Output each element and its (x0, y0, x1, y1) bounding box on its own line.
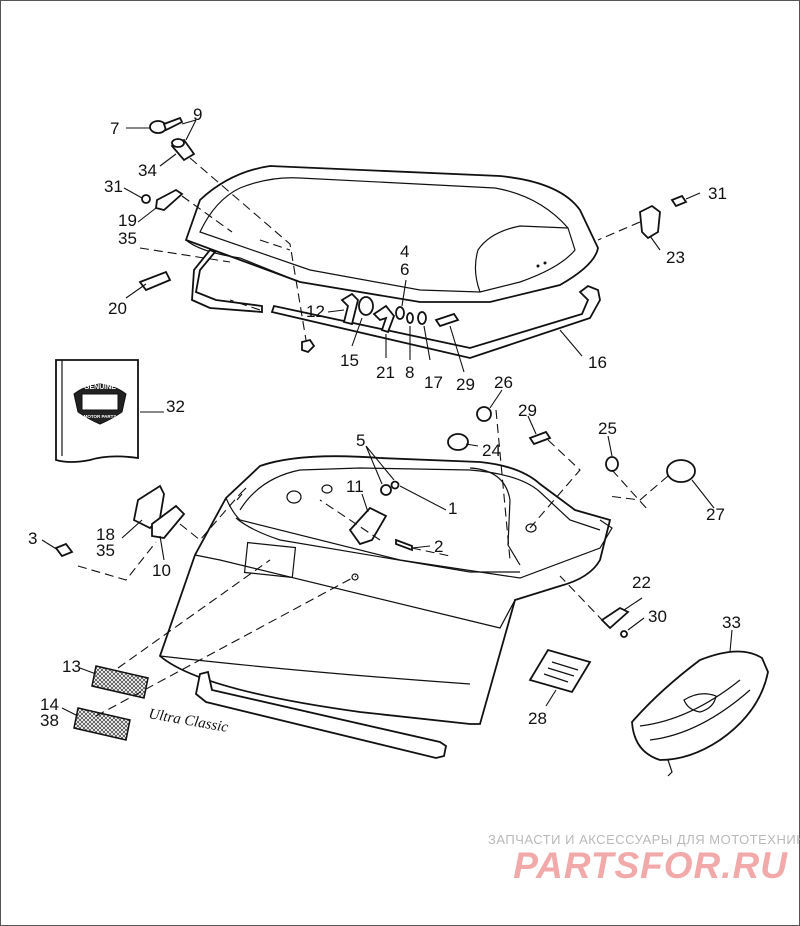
callout-17: 17 (424, 373, 443, 392)
screw-31-right (670, 194, 688, 208)
callout-8: 8 (405, 363, 414, 382)
washer-26 (476, 406, 492, 422)
bottom-rail (195, 670, 448, 759)
callout-35-top: 35 (118, 229, 137, 248)
clip-24 (447, 433, 469, 451)
lid-gasket (191, 248, 601, 359)
callout-19: 19 (118, 211, 137, 230)
watermark-tagline: ЗАПЧАСТИ И АКСЕССУАРЫ ДЛЯ МОТОТЕХНИКИ (488, 832, 800, 847)
screw-30 (620, 630, 628, 638)
plate-29-upper (434, 312, 460, 328)
screw-31-left (141, 194, 151, 204)
callout-28: 28 (528, 709, 547, 728)
washer-17 (417, 311, 427, 325)
pin-8 (406, 312, 414, 324)
hinge-22 (600, 606, 630, 630)
callout-2: 2 (434, 537, 443, 556)
watermark: ЗАПЧАСТИ И АКСЕССУАРЫ ДЛЯ МОТОТЕХНИКИ PA… (488, 832, 800, 887)
callout-31-left: 31 (104, 177, 123, 196)
callout-35-bottom: 35 (96, 541, 115, 560)
callout-9: 9 (193, 105, 202, 124)
callout-24: 24 (482, 441, 501, 460)
callout-15: 15 (340, 351, 359, 370)
callout-12: 12 (306, 302, 325, 321)
callout-26: 26 (494, 373, 513, 392)
callout-16: 16 (588, 353, 607, 372)
callout-22: 22 (632, 573, 651, 592)
callout-11: 11 (346, 477, 364, 496)
screw-3 (54, 542, 74, 558)
lock-cylinder-34 (170, 138, 196, 162)
screw-2 (395, 538, 413, 552)
nut-5 (380, 484, 392, 496)
callout-33: 33 (722, 613, 741, 632)
callout-18: 18 (96, 525, 115, 544)
callout-29-right: 29 (518, 401, 537, 420)
saddlebag-lid (184, 165, 599, 303)
callout-34: 34 (138, 161, 157, 180)
callout-23: 23 (666, 248, 685, 267)
callout-4: 4 (400, 242, 409, 261)
callout-6: 6 (400, 260, 409, 279)
callout-20: 20 (108, 299, 127, 318)
plate-20 (138, 270, 172, 292)
callout-30: 30 (648, 607, 667, 626)
callout-13: 13 (62, 657, 81, 676)
callout-5: 5 (356, 431, 365, 450)
owners-manual-32 (55, 359, 139, 463)
watermark-brand: PARTSFOR.RU (513, 845, 788, 886)
ultra-classic-emblem: Ultra Classic (147, 706, 229, 736)
callout-14: 14 (40, 695, 59, 714)
washer-5 (390, 480, 400, 490)
callout-25: 25 (598, 419, 617, 438)
cover-bag-33 (631, 650, 769, 777)
callout-29-top: 29 (456, 375, 475, 394)
callout-32: 32 (166, 397, 185, 416)
book-badge-top: GENUINE (84, 384, 116, 391)
latch-11 (348, 506, 388, 546)
grommet-25 (605, 456, 619, 472)
callout-10: 10 (152, 561, 171, 580)
plate-10 (151, 504, 186, 539)
dashed-leaders (77, 157, 669, 717)
callout-38: 38 (40, 711, 59, 730)
key-7 (149, 116, 184, 134)
nut-4 (395, 306, 405, 320)
hinge-19 (155, 188, 184, 211)
callout-leaders (41, 119, 733, 717)
callout-27: 27 (706, 505, 725, 524)
plate-29-right (528, 430, 552, 446)
nut-lower-left (301, 338, 316, 354)
saddlebag-body (158, 455, 613, 725)
latch-12 (340, 292, 359, 326)
reflector-14 (73, 707, 131, 741)
book-badge-bottom: MOTOR PARTS (84, 414, 117, 419)
latch-arm-21 (372, 304, 396, 334)
hinge-23 (639, 204, 661, 240)
callout-numbers: 7 9 34 31 19 35 20 31 23 4 6 12 15 21 8 … (28, 105, 741, 730)
reflector-13 (91, 665, 149, 699)
washer-15 (358, 296, 374, 316)
callout-21: 21 (376, 363, 395, 382)
callout-31-right: 31 (708, 184, 727, 203)
callout-7: 7 (110, 119, 119, 138)
callout-1: 1 (448, 499, 457, 518)
callout-3: 3 (28, 529, 37, 548)
decal-28 (528, 648, 592, 694)
disc-27 (666, 459, 696, 483)
